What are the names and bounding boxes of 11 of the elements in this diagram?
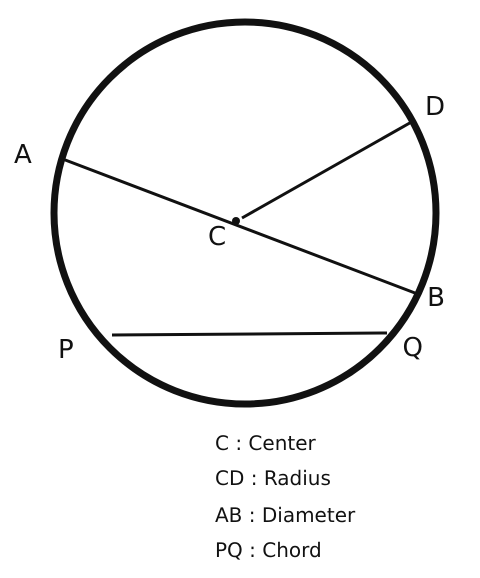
point-label: A — [14, 140, 60, 172]
legend-note: PQ : Chord — [215, 537, 322, 563]
legend-note: AB : Diameter — [215, 502, 356, 528]
point-label: C — [208, 222, 226, 252]
point-label: D — [415, 92, 445, 120]
legend-note: CD : Radius — [215, 465, 331, 491]
point-label: B — [415, 283, 445, 313]
line-segment — [112, 332, 388, 336]
point-label: P — [58, 335, 112, 367]
point-label: Q — [387, 333, 423, 365]
legend-note: C : Center — [215, 430, 316, 456]
